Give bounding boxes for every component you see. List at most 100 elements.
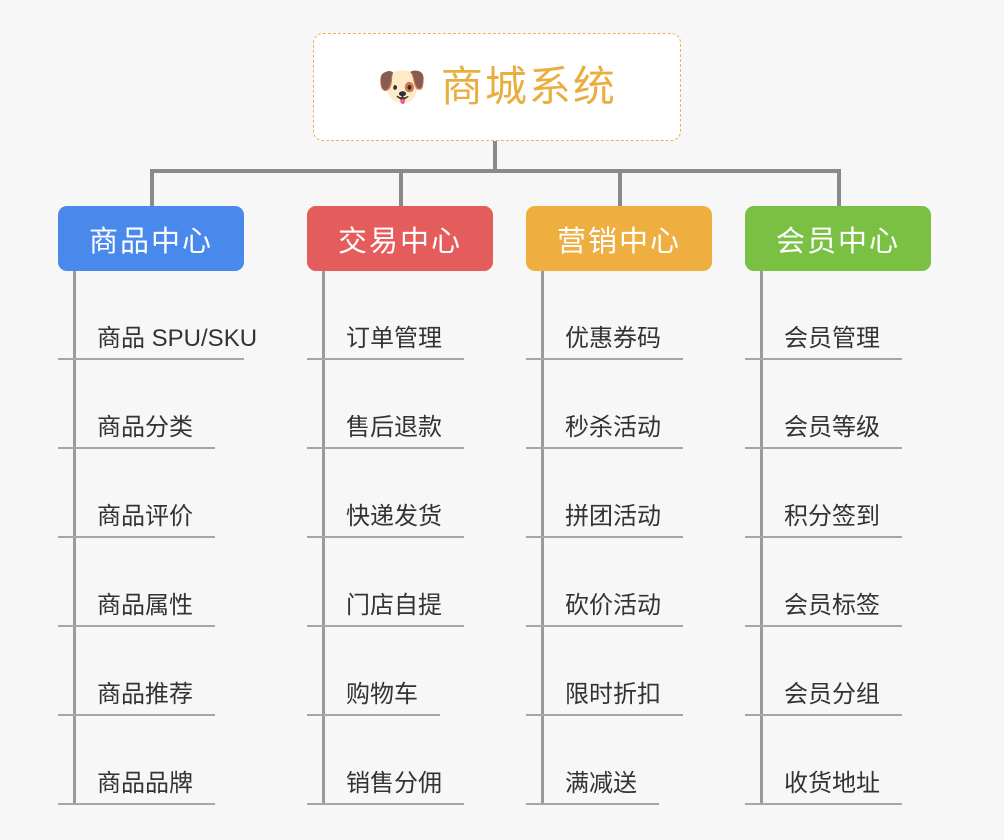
- leaf-underline: 会员标签: [745, 591, 902, 627]
- leaf-underline: 会员等级: [745, 413, 902, 449]
- leaf-list-1: 商品 SPU/SKU 商品分类商品评价商品属性商品推荐商品品牌: [58, 271, 258, 805]
- leaf-item-label: 优惠券码: [565, 324, 661, 352]
- leaf-underline: 订单管理: [307, 324, 464, 360]
- connector-horizontal-bus: [150, 169, 841, 173]
- leaf-item-label: 订单管理: [346, 324, 442, 352]
- leaf-underline: 商品评价: [58, 502, 215, 538]
- leaf-underline: 砍价活动: [526, 591, 683, 627]
- leaf-item-label: 会员标签: [784, 591, 880, 619]
- leaf-underline: 限时折扣: [526, 680, 683, 716]
- leaf-item-label: 商品 SPU/SKU: [97, 324, 258, 352]
- leaf-underline: 收货地址: [745, 769, 902, 805]
- leaf-item-label: 积分签到: [784, 502, 880, 530]
- leaf-item[interactable]: 门店自提: [307, 538, 493, 627]
- branch-header-1[interactable]: 商品中心: [58, 206, 244, 271]
- leaf-underline: 商品推荐: [58, 680, 215, 716]
- leaf-item[interactable]: 收货地址: [745, 716, 931, 805]
- leaf-item[interactable]: 购物车: [307, 627, 493, 716]
- leaf-item[interactable]: 砍价活动: [526, 538, 712, 627]
- leaf-list-4: 会员管理会员等级积分签到会员标签会员分组收货地址: [745, 271, 931, 805]
- connector-drop-4: [837, 169, 841, 208]
- leaf-underline: 门店自提: [307, 591, 464, 627]
- leaf-item[interactable]: 商品属性: [58, 538, 244, 627]
- leaf-underline: 积分签到: [745, 502, 902, 538]
- branch-header-3[interactable]: 营销中心: [526, 206, 712, 271]
- root-node[interactable]: 🐶 商城系统: [313, 33, 681, 141]
- connector-drop-3: [618, 169, 622, 208]
- leaf-underline: 商品 SPU/SKU: [58, 324, 258, 360]
- leaf-item-label: 门店自提: [346, 591, 442, 619]
- leaf-item-label: 秒杀活动: [565, 413, 661, 441]
- leaf-item[interactable]: 会员分组: [745, 627, 931, 716]
- leaf-item-label: 商品推荐: [97, 680, 193, 708]
- leaf-underline: 拼团活动: [526, 502, 683, 538]
- leaf-item-label: 商品品牌: [97, 769, 193, 797]
- leaf-list-2: 订单管理售后退款快递发货门店自提购物车销售分佣: [307, 271, 493, 805]
- leaf-underline: 销售分佣: [307, 769, 464, 805]
- leaf-item[interactable]: 满减送: [526, 716, 712, 805]
- leaf-item[interactable]: 商品品牌: [58, 716, 244, 805]
- branch-spine-3: [541, 271, 544, 805]
- leaf-item-label: 商品属性: [97, 591, 193, 619]
- leaf-item-label: 满减送: [565, 769, 637, 797]
- leaf-item-label: 购物车: [346, 680, 418, 708]
- leaf-item[interactable]: 优惠券码: [526, 271, 712, 360]
- leaf-item-label: 商品评价: [97, 502, 193, 530]
- branch-column-3: 营销中心优惠券码秒杀活动拼团活动砍价活动限时折扣满减送: [526, 206, 712, 805]
- branch-header-label: 营销中心: [556, 225, 681, 258]
- branch-header-2[interactable]: 交易中心: [307, 206, 493, 271]
- leaf-underline: 优惠券码: [526, 324, 683, 360]
- connector-root-vertical: [493, 141, 497, 171]
- leaf-underline: 会员分组: [745, 680, 902, 716]
- leaf-item[interactable]: 商品推荐: [58, 627, 244, 716]
- leaf-item-label: 限时折扣: [565, 680, 661, 708]
- branch-header-label: 交易中心: [337, 225, 462, 258]
- connector-drop-1: [150, 169, 154, 208]
- leaf-item-label: 快递发货: [346, 502, 442, 530]
- leaf-item[interactable]: 秒杀活动: [526, 360, 712, 449]
- leaf-underline: 秒杀活动: [526, 413, 683, 449]
- branch-header-label: 会员中心: [775, 225, 900, 258]
- leaf-item-label: 会员分组: [784, 680, 880, 708]
- leaf-item-label: 会员管理: [784, 324, 880, 352]
- leaf-item[interactable]: 限时折扣: [526, 627, 712, 716]
- leaf-item[interactable]: 快递发货: [307, 449, 493, 538]
- leaf-list-3: 优惠券码秒杀活动拼团活动砍价活动限时折扣满减送: [526, 271, 712, 805]
- leaf-underline: 商品分类: [58, 413, 215, 449]
- leaf-underline: 会员管理: [745, 324, 902, 360]
- leaf-item[interactable]: 销售分佣: [307, 716, 493, 805]
- leaf-item[interactable]: 商品分类: [58, 360, 244, 449]
- leaf-underline: 快递发货: [307, 502, 464, 538]
- leaf-item[interactable]: 售后退款: [307, 360, 493, 449]
- branch-spine-1: [73, 271, 76, 805]
- leaf-item[interactable]: 会员管理: [745, 271, 931, 360]
- leaf-underline: 商品品牌: [58, 769, 215, 805]
- shiba-dog-emoji: 🐶: [377, 65, 427, 109]
- leaf-item-label: 商品分类: [97, 413, 193, 441]
- leaf-item[interactable]: 拼团活动: [526, 449, 712, 538]
- branch-spine-2: [322, 271, 325, 805]
- leaf-underline: 满减送: [526, 769, 659, 805]
- leaf-item-label: 收货地址: [784, 769, 880, 797]
- branch-column-2: 交易中心订单管理售后退款快递发货门店自提购物车销售分佣: [307, 206, 493, 805]
- connector-drop-2: [399, 169, 403, 208]
- root-title: 商城系统: [440, 63, 617, 110]
- leaf-underline: 购物车: [307, 680, 440, 716]
- leaf-item-label: 砍价活动: [565, 591, 661, 619]
- leaf-item[interactable]: 商品评价: [58, 449, 244, 538]
- leaf-underline: 商品属性: [58, 591, 215, 627]
- leaf-item[interactable]: 商品 SPU/SKU: [58, 271, 258, 360]
- branch-spine-4: [760, 271, 763, 805]
- leaf-item[interactable]: 会员等级: [745, 360, 931, 449]
- leaf-item-label: 会员等级: [784, 413, 880, 441]
- leaf-item[interactable]: 会员标签: [745, 538, 931, 627]
- branch-header-4[interactable]: 会员中心: [745, 206, 931, 271]
- leaf-item-label: 拼团活动: [565, 502, 661, 530]
- leaf-item[interactable]: 订单管理: [307, 271, 493, 360]
- leaf-item-label: 销售分佣: [346, 769, 442, 797]
- leaf-item-label: 售后退款: [346, 413, 442, 441]
- leaf-item[interactable]: 积分签到: [745, 449, 931, 538]
- branch-column-1: 商品中心商品 SPU/SKU 商品分类商品评价商品属性商品推荐商品品牌: [58, 206, 258, 805]
- branch-header-label: 商品中心: [88, 225, 213, 258]
